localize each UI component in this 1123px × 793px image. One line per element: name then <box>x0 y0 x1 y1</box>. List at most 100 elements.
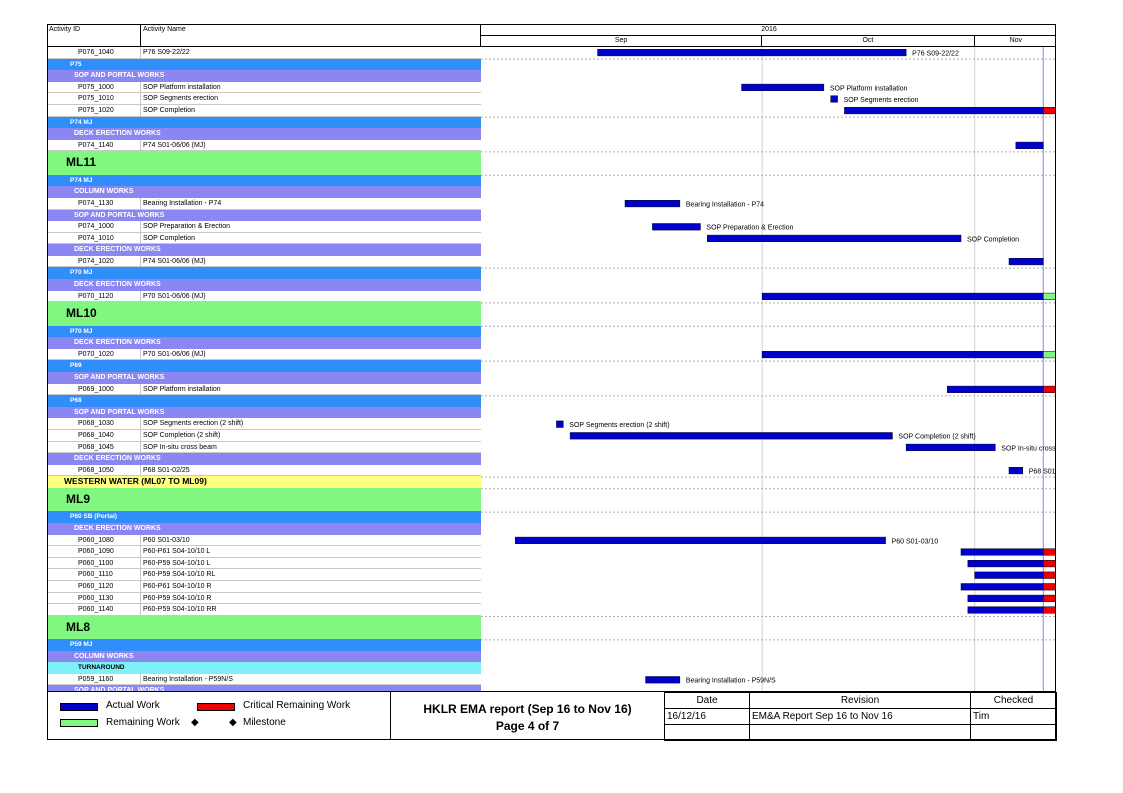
activity-id-header[interactable]: Activity ID <box>49 26 81 33</box>
bar-label: SOP Platform installation <box>830 85 908 92</box>
date-value: 16/12/16 <box>664 708 750 725</box>
wbs-group-row[interactable]: P60 SB (Portal) <box>48 511 481 523</box>
group-label: COLUMN WORKS <box>74 188 134 196</box>
wbs-group-row[interactable]: P75 <box>48 58 481 71</box>
wbs-group-row[interactable]: SOP AND PORTAL WORKS <box>48 209 481 222</box>
wbs-group-row[interactable]: DECK ERECTION WORKS <box>48 337 481 349</box>
critical-work-label: Critical Remaining Work <box>243 700 351 711</box>
activity-id: P068_1030 <box>78 420 114 428</box>
activity-id: P060_1080 <box>78 536 114 544</box>
wbs-group-row[interactable]: P68 <box>48 395 481 407</box>
revision-header: Revision <box>749 692 971 709</box>
activity-id: P060_1140 <box>78 606 114 614</box>
group-label: COLUMN WORKS <box>74 652 134 660</box>
page-number: Page 4 of 7 <box>495 719 560 733</box>
actual-work-bar <box>1008 467 1023 475</box>
bar-label: SOP Segments erection (2 shift) <box>569 422 669 429</box>
actual-work-bar <box>645 676 681 684</box>
group-label: ML9 <box>66 491 90 506</box>
activity-name: P74 S01-06/06 (MJ) <box>143 257 206 265</box>
wbs-group-row[interactable]: SOP AND PORTAL WORKS <box>48 372 481 384</box>
wbs-group-row[interactable]: SOP AND PORTAL WORKS <box>48 70 481 82</box>
wbs-group-row[interactable]: SOP AND PORTAL WORKS <box>48 406 481 419</box>
column-divider <box>140 383 141 395</box>
activity-name: P70 S01-06/06 (MJ) <box>143 350 206 358</box>
column-divider <box>140 673 141 685</box>
activity-id: P060_1090 <box>78 548 114 556</box>
wbs-group-row[interactable]: P74 MJ <box>48 174 481 187</box>
milestone-group-row[interactable]: ML9 <box>48 487 481 512</box>
group-label: DECK ERECTION WORKS <box>74 246 161 254</box>
activity-row[interactable]: P060_1140 P60-P59 S04-10/10 RR <box>48 604 481 616</box>
wbs-group-row[interactable]: P69 <box>48 360 481 373</box>
activity-name: P60-P59 S04-10/10 RR <box>143 606 217 614</box>
wbs-group-row[interactable]: P59 MJ <box>48 639 481 651</box>
column-divider <box>140 232 141 244</box>
milestone-diamond-icon: ◆ <box>229 717 237 728</box>
actual-work-bar <box>741 83 825 91</box>
activity-name: SOP Platform installation <box>143 83 221 91</box>
column-divider <box>140 441 141 453</box>
timeline-year: 2016 <box>481 25 1055 36</box>
activity-name-header[interactable]: Activity Name <box>143 26 186 33</box>
wbs-group-row[interactable]: DECK ERECTION WORKS <box>48 279 481 291</box>
column-divider <box>140 557 141 569</box>
wbs-group-row[interactable]: P70 MJ <box>48 267 481 280</box>
group-label: SOP AND PORTAL WORKS <box>74 374 165 382</box>
remaining-work-bar <box>1043 292 1055 300</box>
wbs-group-row[interactable]: P74 MJ <box>48 116 481 129</box>
group-label: ML8 <box>66 619 90 634</box>
actual-work-bar <box>652 223 701 231</box>
group-label: SOP AND PORTAL WORKS <box>74 72 165 80</box>
bar-label: SOP Segments erection <box>844 97 919 104</box>
wbs-group-row[interactable]: COLUMN WORKS <box>48 186 481 198</box>
group-label: DECK ERECTION WORKS <box>74 524 161 532</box>
region-group-row[interactable]: WESTERN WATER (ML07 TO ML09) <box>48 476 481 488</box>
wbs-group-row[interactable]: P70 MJ <box>48 325 481 338</box>
revision-value: EM&A Report Sep 16 to Nov 16 <box>749 708 971 725</box>
milestone-group-row[interactable]: ML11 <box>48 151 481 175</box>
column-divider <box>140 580 141 592</box>
milestone-group-row[interactable]: ML8 <box>48 615 481 640</box>
empty-cell <box>749 724 971 741</box>
critical-work-swatch <box>197 703 235 711</box>
wbs-group-row[interactable]: DECK ERECTION WORKS <box>48 128 481 140</box>
activity-name: P76 S09-22/22 <box>143 49 190 56</box>
wbs-group-row[interactable]: DECK ERECTION WORKS <box>48 522 481 535</box>
wbs-group-row[interactable]: COLUMN WORKS <box>48 650 481 663</box>
column-divider <box>140 464 141 476</box>
actual-work-bar <box>830 95 838 103</box>
wbs-group-row[interactable]: DECK ERECTION WORKS <box>48 244 481 256</box>
milestone-group-row[interactable]: ML10 <box>48 302 481 326</box>
milestone-label: Milestone <box>243 717 286 728</box>
critical-remaining-bar <box>1043 594 1055 602</box>
empty-cell <box>664 724 750 741</box>
wbs-group-row[interactable]: DECK ERECTION WORKS <box>48 453 481 465</box>
wbs-group-row[interactable]: TURNAROUND <box>48 662 481 674</box>
wbs-group-row[interactable]: SOP AND PORTAL WORKS <box>48 685 481 691</box>
